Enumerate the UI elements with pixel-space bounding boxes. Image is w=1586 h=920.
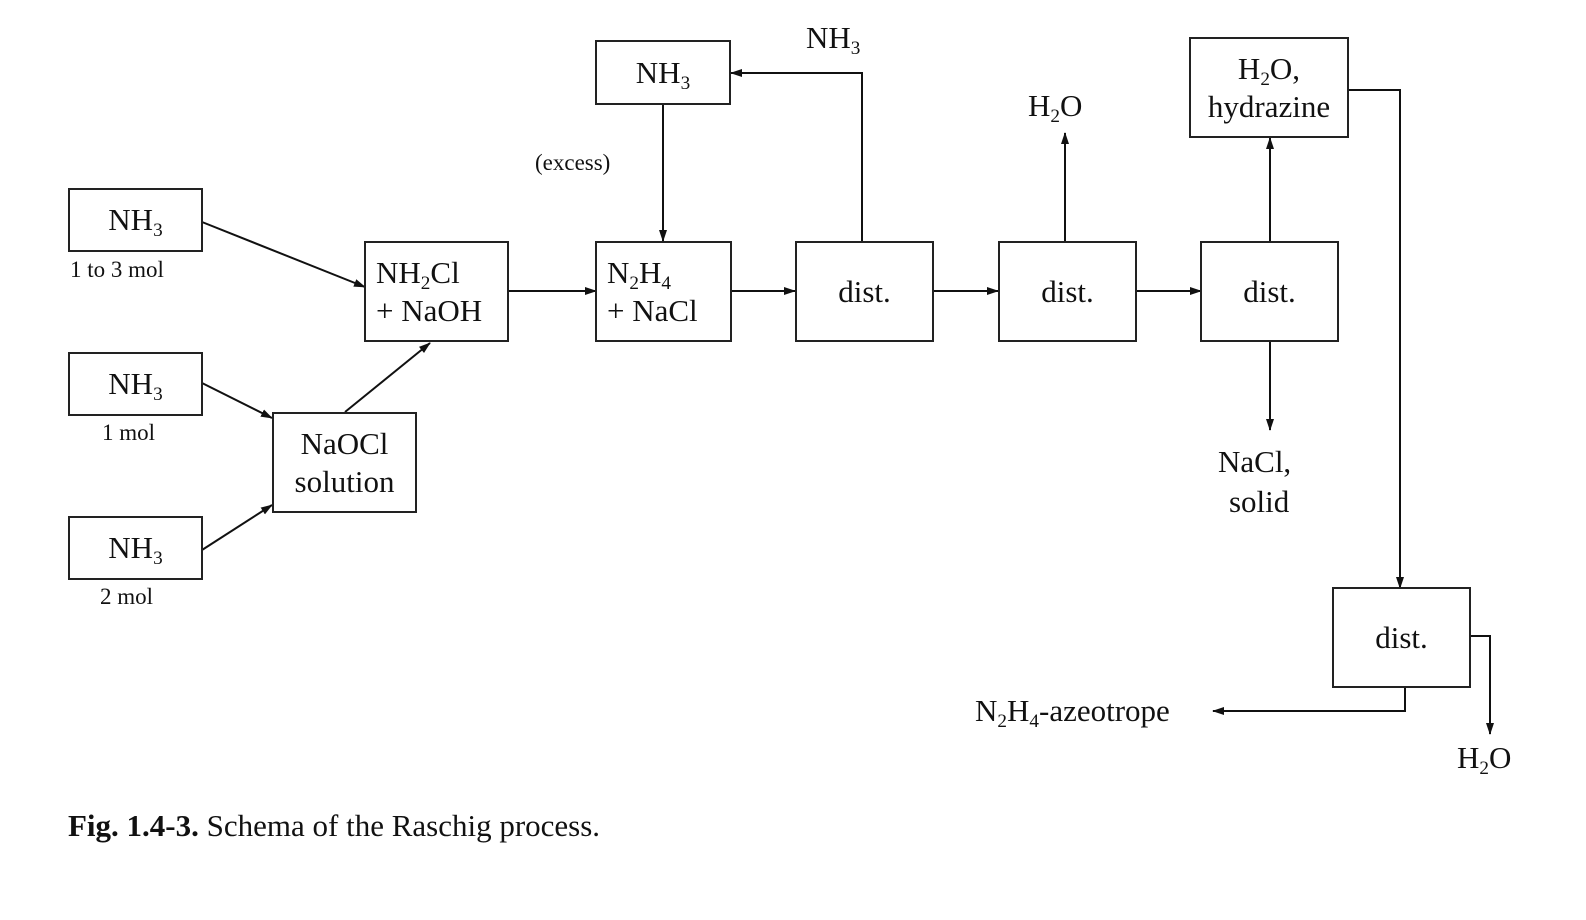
nh3-feed-box-1: NH3 <box>68 188 203 252</box>
nh3-feed-box-2: NH3 <box>68 352 203 416</box>
n2h4-azeotrope-label: N2H4-azeotrope <box>975 693 1170 733</box>
arrow-h2o-hydrazine-to-dist4 <box>1348 89 1404 589</box>
figure-caption: Fig. 1.4-3. Schema of the Raschig proces… <box>68 808 600 844</box>
amount-label-1-to-3-mol: 1 to 3 mol <box>70 257 164 282</box>
arrow-nh3-b-to-naocl <box>201 382 273 419</box>
arrow-nh3-c-to-naocl <box>201 504 273 551</box>
naocl-solution-box: NaOCl solution <box>272 412 417 513</box>
excess-label: (excess) <box>535 150 611 175</box>
arrow-naocl-to-nh2cl <box>344 342 431 413</box>
amount-label-1-mol: 1 mol <box>102 420 156 445</box>
nh2cl-naoh-box: NH2Cl + NaOH <box>364 241 509 342</box>
distillation-box-3: dist. <box>1200 241 1339 342</box>
arrow-dist1-to-nh3-recycle <box>730 69 863 241</box>
h2o-output-label-2: H2O <box>1457 740 1512 780</box>
figure-number: Fig. 1.4-3. <box>68 808 199 843</box>
distillation-box-4: dist. <box>1332 587 1471 688</box>
h2o-output-label-1: H2O <box>1028 88 1083 128</box>
distillation-box-1: dist. <box>795 241 934 342</box>
n2h4-nacl-box: N2H4 + NaCl <box>595 241 732 342</box>
arrow-dist4-to-h2o <box>1469 635 1494 735</box>
nh3-feed-box-3: NH3 <box>68 516 203 580</box>
distillation-box-2: dist. <box>998 241 1137 342</box>
figure-caption-text: Schema of the Raschig process. <box>198 808 601 843</box>
arrow-dist4-to-azeotrope <box>1212 688 1406 715</box>
nh3-excess-box: NH3 <box>595 40 731 105</box>
h2o-hydrazine-box: H2O, hydrazine <box>1189 37 1349 138</box>
amount-label-2-mol: 2 mol <box>100 584 154 609</box>
arrow-nh3-a-to-nh2cl <box>201 221 366 288</box>
nh3-recycle-label: NH3 <box>806 20 861 60</box>
nacl-solid-label: NaCl, solid <box>1218 444 1292 519</box>
